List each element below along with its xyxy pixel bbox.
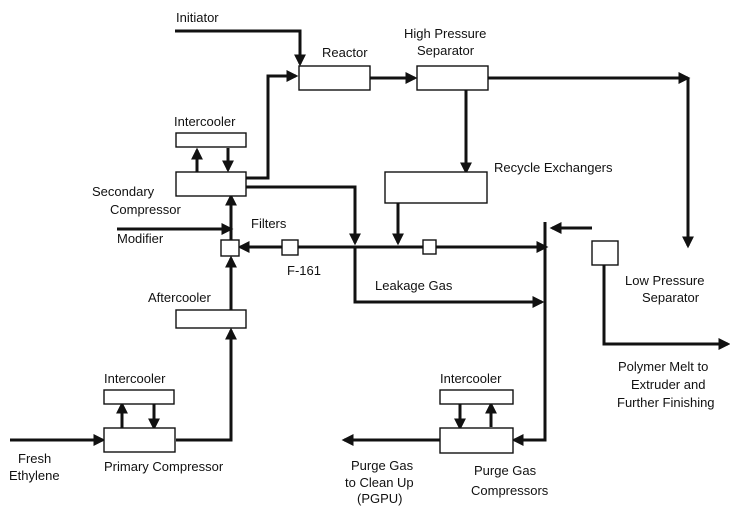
primary-intercooler-label: Intercooler: [104, 371, 166, 386]
secondary-intercooler-label: Intercooler: [174, 114, 236, 129]
hps-label-line2: Separator: [417, 43, 475, 58]
aftercooler-box: [175, 309, 247, 329]
secondary-compressor-box: [175, 171, 247, 197]
filters-label: Filters: [251, 216, 287, 231]
purge-out-label-line2: to Clean Up: [345, 475, 414, 490]
leakage-gas-line: [353, 247, 545, 308]
purge-collection-line: [511, 222, 547, 446]
mixing-junction-box: [220, 239, 240, 257]
purge-intercooler-label: Intercooler: [440, 371, 502, 386]
primary-compressor-box: [103, 427, 176, 453]
secondary-to-reactor-line: [246, 70, 299, 180]
primary-compressor-label: Primary Compressor: [104, 459, 224, 474]
secondary-leakage-line: [246, 185, 361, 246]
initiator-label: Initiator: [176, 10, 219, 25]
initiator-line: [175, 29, 306, 67]
low-pressure-separator-box: [591, 240, 619, 266]
lps-label-line2: Separator: [642, 290, 700, 305]
polymer-label-line1: Polymer Melt to: [618, 359, 708, 374]
purge-out-label-line1: Purge Gas: [351, 458, 414, 473]
modifier-label: Modifier: [117, 231, 164, 246]
purge-intercooler-box: [439, 389, 514, 405]
purge-out-label-line3: (PGPU): [357, 491, 403, 506]
f161-label: F-161: [287, 263, 321, 278]
purge-compressors-label-line2: Compressors: [471, 483, 549, 498]
fresh-ethylene-label-line2: Ethylene: [9, 468, 60, 483]
primary-intercooler-box: [103, 389, 175, 405]
reactor-box: [298, 65, 371, 91]
secondary-intercooler-box: [175, 132, 247, 148]
recycle-exchangers-label: Recycle Exchangers: [494, 160, 613, 175]
polymer-label-line3: Further Finishing: [617, 395, 715, 410]
reactor-label: Reactor: [322, 45, 368, 60]
leakage-gas-label: Leakage Gas: [375, 278, 453, 293]
polymer-label-line2: Extruder and: [631, 377, 705, 392]
lps-label-line1: Low Pressure: [625, 273, 704, 288]
fresh-ethylene-label-line1: Fresh: [18, 451, 51, 466]
high-pressure-separator-box: [416, 65, 489, 91]
hps-label-line1: High Pressure: [404, 26, 486, 41]
primary-to-aftercooler-line: [176, 327, 237, 442]
aftercooler-label: Aftercooler: [148, 290, 212, 305]
filter-f161-box: [281, 239, 299, 256]
secondary-compressor-label-line2: Compressor: [110, 202, 181, 217]
lps-to-polymer-line: [602, 265, 730, 350]
recycle-exchangers-box: [384, 171, 488, 204]
secondary-compressor-label-line1: Secondary: [92, 184, 155, 199]
purge-gas-compressors-box: [439, 427, 514, 454]
recycle-filter-box: [422, 239, 437, 255]
purge-compressors-label-line1: Purge Gas: [474, 463, 537, 478]
